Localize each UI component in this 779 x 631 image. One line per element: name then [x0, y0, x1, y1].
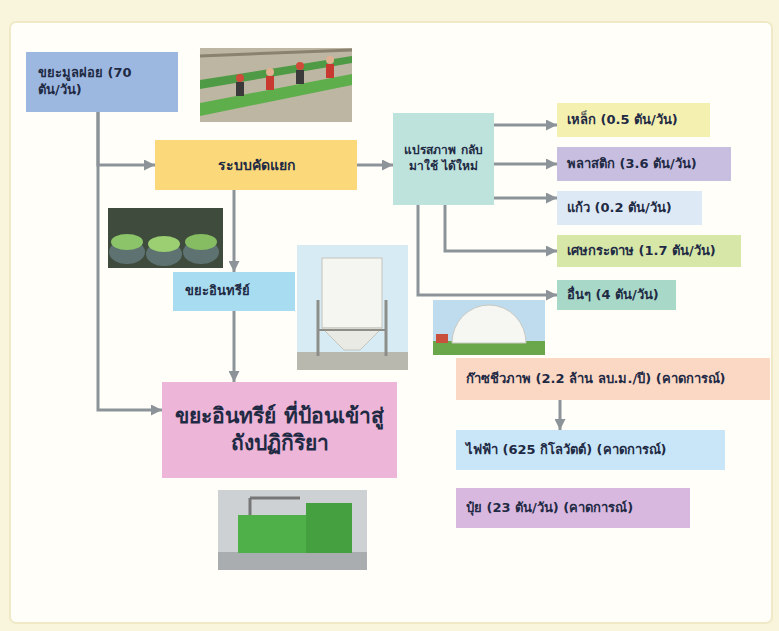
panel — [10, 22, 772, 623]
box-label: ก๊าซชีวภาพ (2.2 ล้าน ลบ.ม./ปี) (คาดการณ์… — [466, 371, 726, 388]
biogas-dome-photo — [433, 300, 545, 355]
process-box: ขยะมูลฝอย (70 ตัน/วัน) — [26, 52, 178, 112]
engine-block — [238, 515, 310, 553]
photo-ground — [200, 48, 352, 122]
box-label: พลาสติก (3.6 ตัน/วัน) — [567, 156, 697, 173]
process-box: ระบบคัดแยก — [155, 140, 357, 190]
box-label: ระบบคัดแยก — [218, 156, 295, 174]
vegetables — [185, 234, 217, 250]
silo-body — [322, 258, 382, 328]
worker-body — [266, 76, 274, 90]
box-label: แปรสภาพ กลับมาใช้ ได้ใหม่ — [399, 143, 488, 174]
silo-leg — [385, 300, 388, 356]
worker-body — [236, 82, 244, 96]
flow-arrow — [445, 205, 557, 251]
silo-frame — [318, 329, 386, 331]
roof-beam — [200, 50, 352, 56]
flow-arrow — [494, 197, 557, 200]
flow-arrow — [418, 205, 557, 295]
vegetables — [148, 236, 180, 252]
worker-head — [236, 74, 244, 82]
process-box: ไฟฟ้า (625 กิโลวัตต์) (คาดการณ์) — [456, 430, 725, 470]
process-box: ขยะอินทรีย์ ที่ป้อนเข้าสู่ถังปฏิกิริยา — [162, 382, 397, 478]
organic-waste-photo — [108, 208, 223, 268]
photo-ground — [108, 208, 223, 268]
silo-cone — [322, 328, 382, 350]
floor — [218, 552, 367, 570]
process-box: ก๊าซชีวภาพ (2.2 ล้าน ลบ.ม./ปี) (คาดการณ์… — [456, 358, 770, 400]
process-box: อื่นๆ (4 ตัน/วัน) — [557, 280, 676, 310]
process-box: พลาสติก (3.6 ตัน/วัน) — [557, 147, 731, 181]
box-label: ไฟฟ้า (625 กิโลวัตต์) (คาดการณ์) — [466, 442, 666, 459]
photo-ground — [433, 300, 545, 355]
vegetables — [111, 234, 143, 250]
generator-block — [306, 503, 352, 553]
flow-arrow — [98, 112, 155, 165]
worker-head — [266, 68, 274, 76]
box-label: เหล็ก (0.5 ตัน/วัน) — [567, 112, 678, 129]
flow-arrow — [494, 124, 557, 127]
pipe — [249, 498, 252, 515]
box-label: เศษกระดาษ (1.7 ตัน/วัน) — [567, 243, 716, 260]
box-label: แก้ว (0.2 ตัน/วัน) — [567, 200, 672, 217]
process-box: เศษกระดาษ (1.7 ตัน/วัน) — [557, 235, 741, 267]
photo-ground — [297, 245, 408, 370]
process-box: แปรสภาพ กลับมาใช้ ได้ใหม่ — [393, 113, 494, 205]
generator-photo — [218, 490, 367, 570]
box-label: ขยะอินทรีย์ ที่ป้อนเข้าสู่ถังปฏิกิริยา — [172, 403, 387, 458]
flow-arrow — [233, 190, 236, 272]
sorting-photo — [200, 48, 352, 122]
worker-head — [326, 56, 334, 64]
box-label: ปุ๋ย (23 ตัน/วัน) (คาดการณ์) — [466, 500, 633, 517]
process-box: เหล็ก (0.5 ตัน/วัน) — [557, 103, 710, 137]
worker-body — [326, 64, 334, 78]
pipe — [250, 497, 300, 500]
process-box: ปุ๋ย (23 ตัน/วัน) (คาดการณ์) — [456, 488, 690, 528]
biogas-dome — [452, 305, 526, 343]
ground — [297, 352, 408, 370]
worker-body — [296, 70, 304, 84]
conveyor-belt — [200, 74, 352, 116]
process-box: ขยะอินทรีย์ — [173, 272, 295, 311]
flow-arrow — [98, 112, 162, 410]
box-label: ขยะอินทรีย์ — [185, 283, 250, 300]
flow-arrow — [233, 311, 236, 382]
box-label: อื่นๆ (4 ตัน/วัน) — [567, 287, 659, 304]
box-label: ขยะมูลฝอย (70 ตัน/วัน) — [38, 65, 152, 99]
tank-photo — [297, 245, 408, 370]
worker-head — [296, 62, 304, 70]
photo-ground — [218, 490, 367, 570]
process-box: แก้ว (0.2 ตัน/วัน) — [557, 191, 702, 225]
silo-leg — [317, 300, 320, 356]
flow-arrow — [494, 163, 557, 166]
flow-arrow — [357, 164, 393, 167]
flow-arrow — [559, 400, 562, 430]
building — [436, 334, 448, 343]
